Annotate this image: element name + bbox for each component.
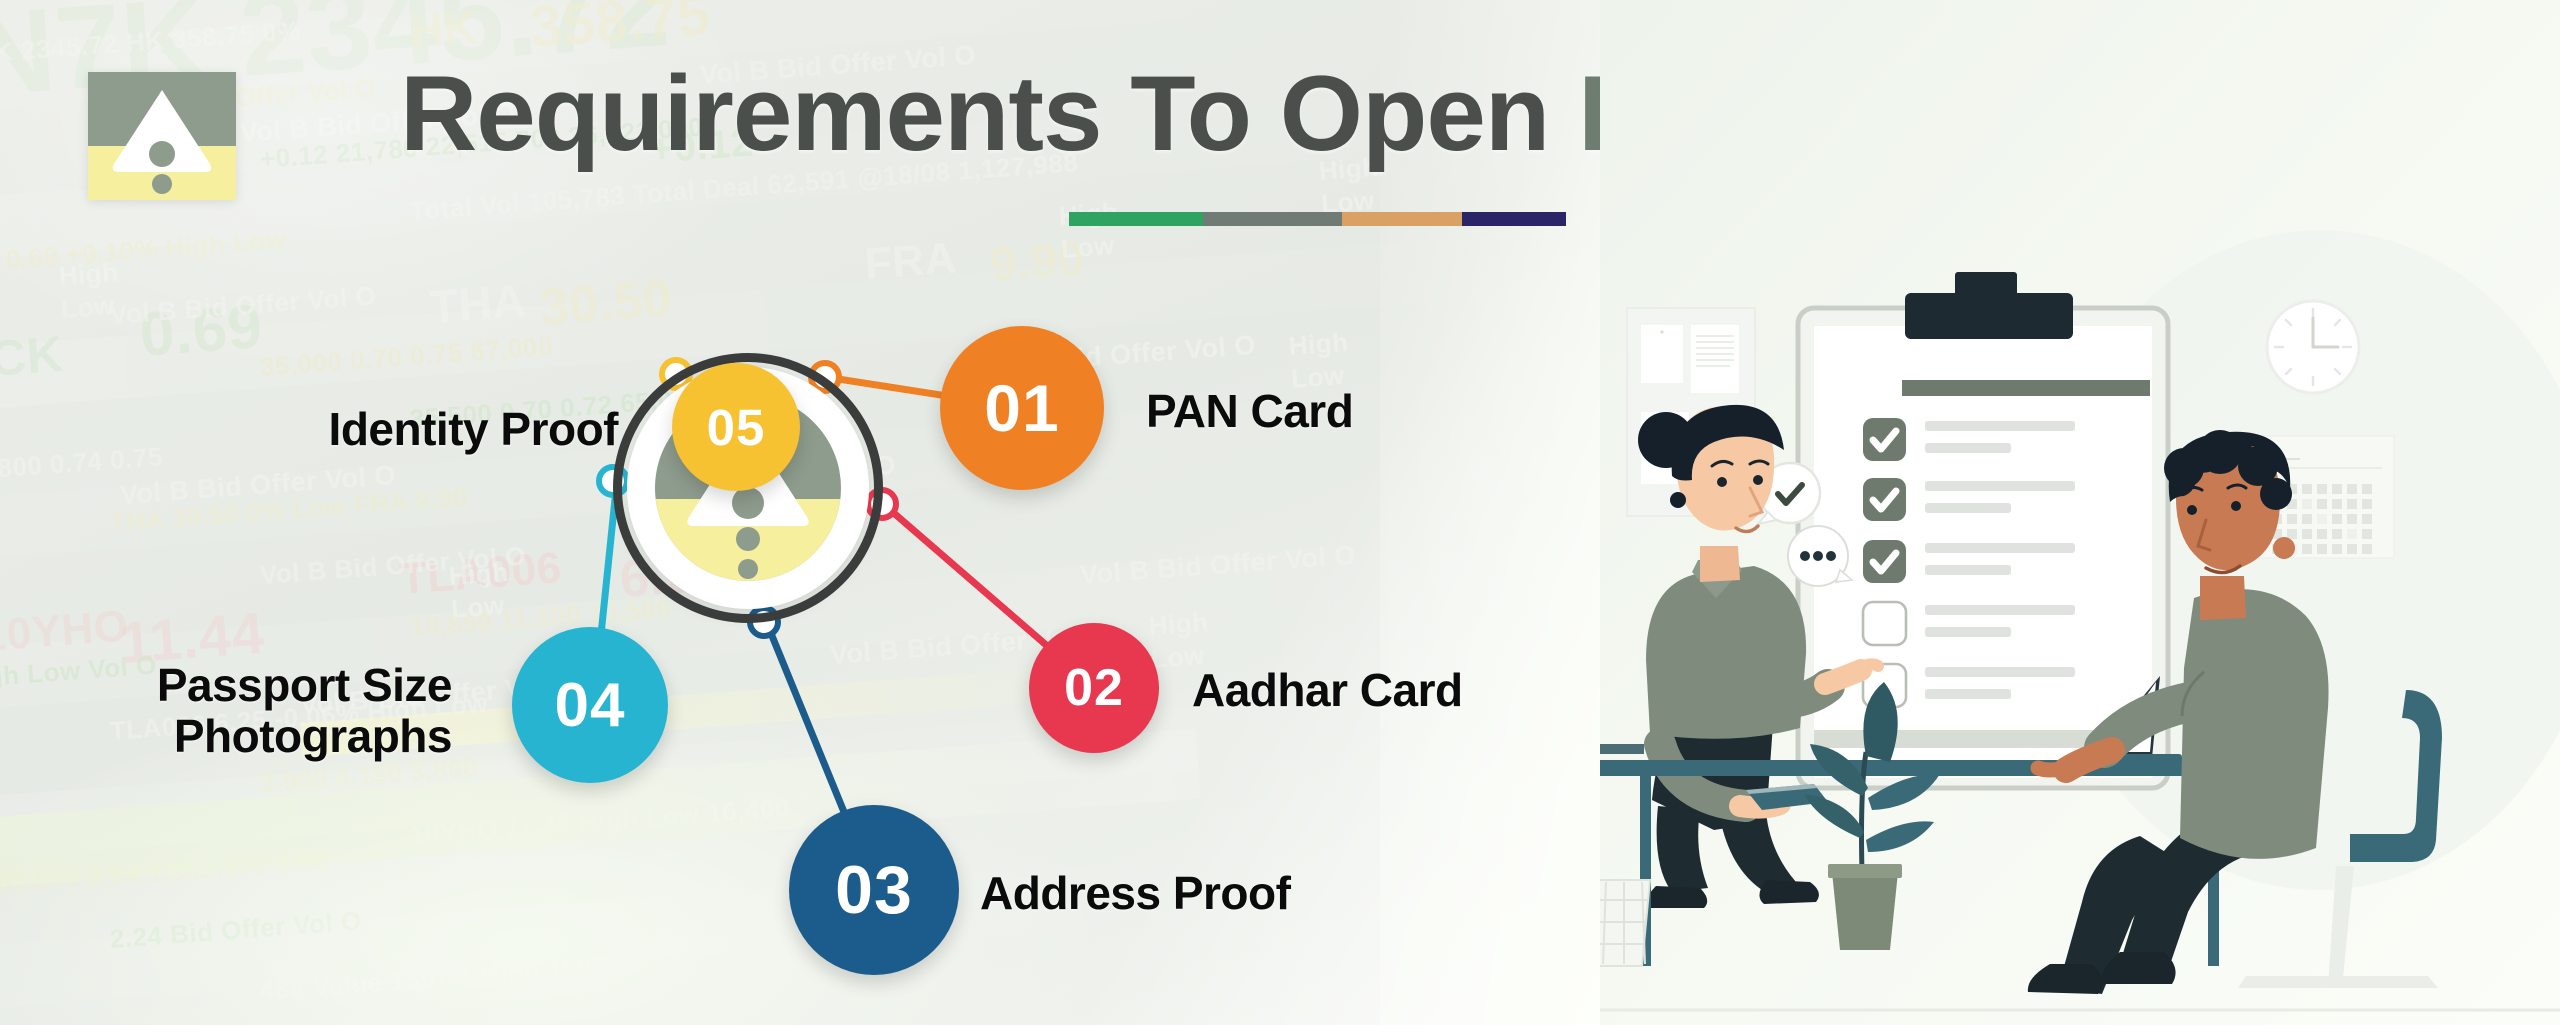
diagram-node-04[interactable]: 04 <box>496 611 684 799</box>
clipboard-checklist <box>1795 272 2171 791</box>
page-title-primary: Requirements To Open <box>400 53 1578 173</box>
title-divider-segment-1 <box>1069 212 1204 226</box>
node-label-02: Aadhar Card <box>1192 664 1463 716</box>
node-label-04: Passport Size Photographs <box>156 659 453 762</box>
brand-logo <box>88 72 236 200</box>
ellipsis-speech-bubble <box>1787 525 1854 587</box>
checklist-row-checked <box>1863 478 2075 521</box>
hub-outer-ring <box>613 353 883 623</box>
chair <box>2238 690 2442 988</box>
node-label-03: Address Proof <box>980 867 1291 919</box>
title-divider-segment-4 <box>1461 212 1566 226</box>
checklist-row-unchecked <box>1861 600 2075 647</box>
node-number-05[interactable]: 05 <box>656 347 816 507</box>
diagram-node-01[interactable]: 01 <box>924 310 1120 506</box>
potted-plant <box>1804 682 1940 950</box>
diagram-node-02[interactable]: 02 <box>1013 607 1175 769</box>
diagram-node-03[interactable]: 03 <box>773 789 975 991</box>
title-divider-segment-3 <box>1342 212 1462 226</box>
tablet <box>1746 784 1828 810</box>
checkmark-speech-bubble <box>1755 461 1822 526</box>
wall-clock <box>2265 299 2361 395</box>
title-divider-segment-2 <box>1203 212 1343 226</box>
checklist-office-scene <box>1600 0 2560 1025</box>
logo-triangle-icon <box>112 90 212 194</box>
title-divider-bar <box>1069 212 1566 226</box>
node-label-01: PAN Card <box>1146 385 1354 437</box>
waste-basket <box>1600 879 1652 967</box>
node-number-02[interactable]: 02 <box>1013 607 1175 769</box>
checklist-row-checked <box>1863 540 2075 583</box>
node-number-01[interactable]: 01 <box>924 310 1120 506</box>
connector-03 <box>764 622 851 821</box>
node-number-03[interactable]: 03 <box>773 789 975 991</box>
node-number-04[interactable]: 04 <box>496 611 684 799</box>
diagram-node-05[interactable]: 05 <box>656 347 816 507</box>
node-label-05: Identity Proof <box>328 403 619 455</box>
man-at-laptop <box>2027 430 2442 994</box>
checklist-row-checked <box>1863 418 2075 461</box>
